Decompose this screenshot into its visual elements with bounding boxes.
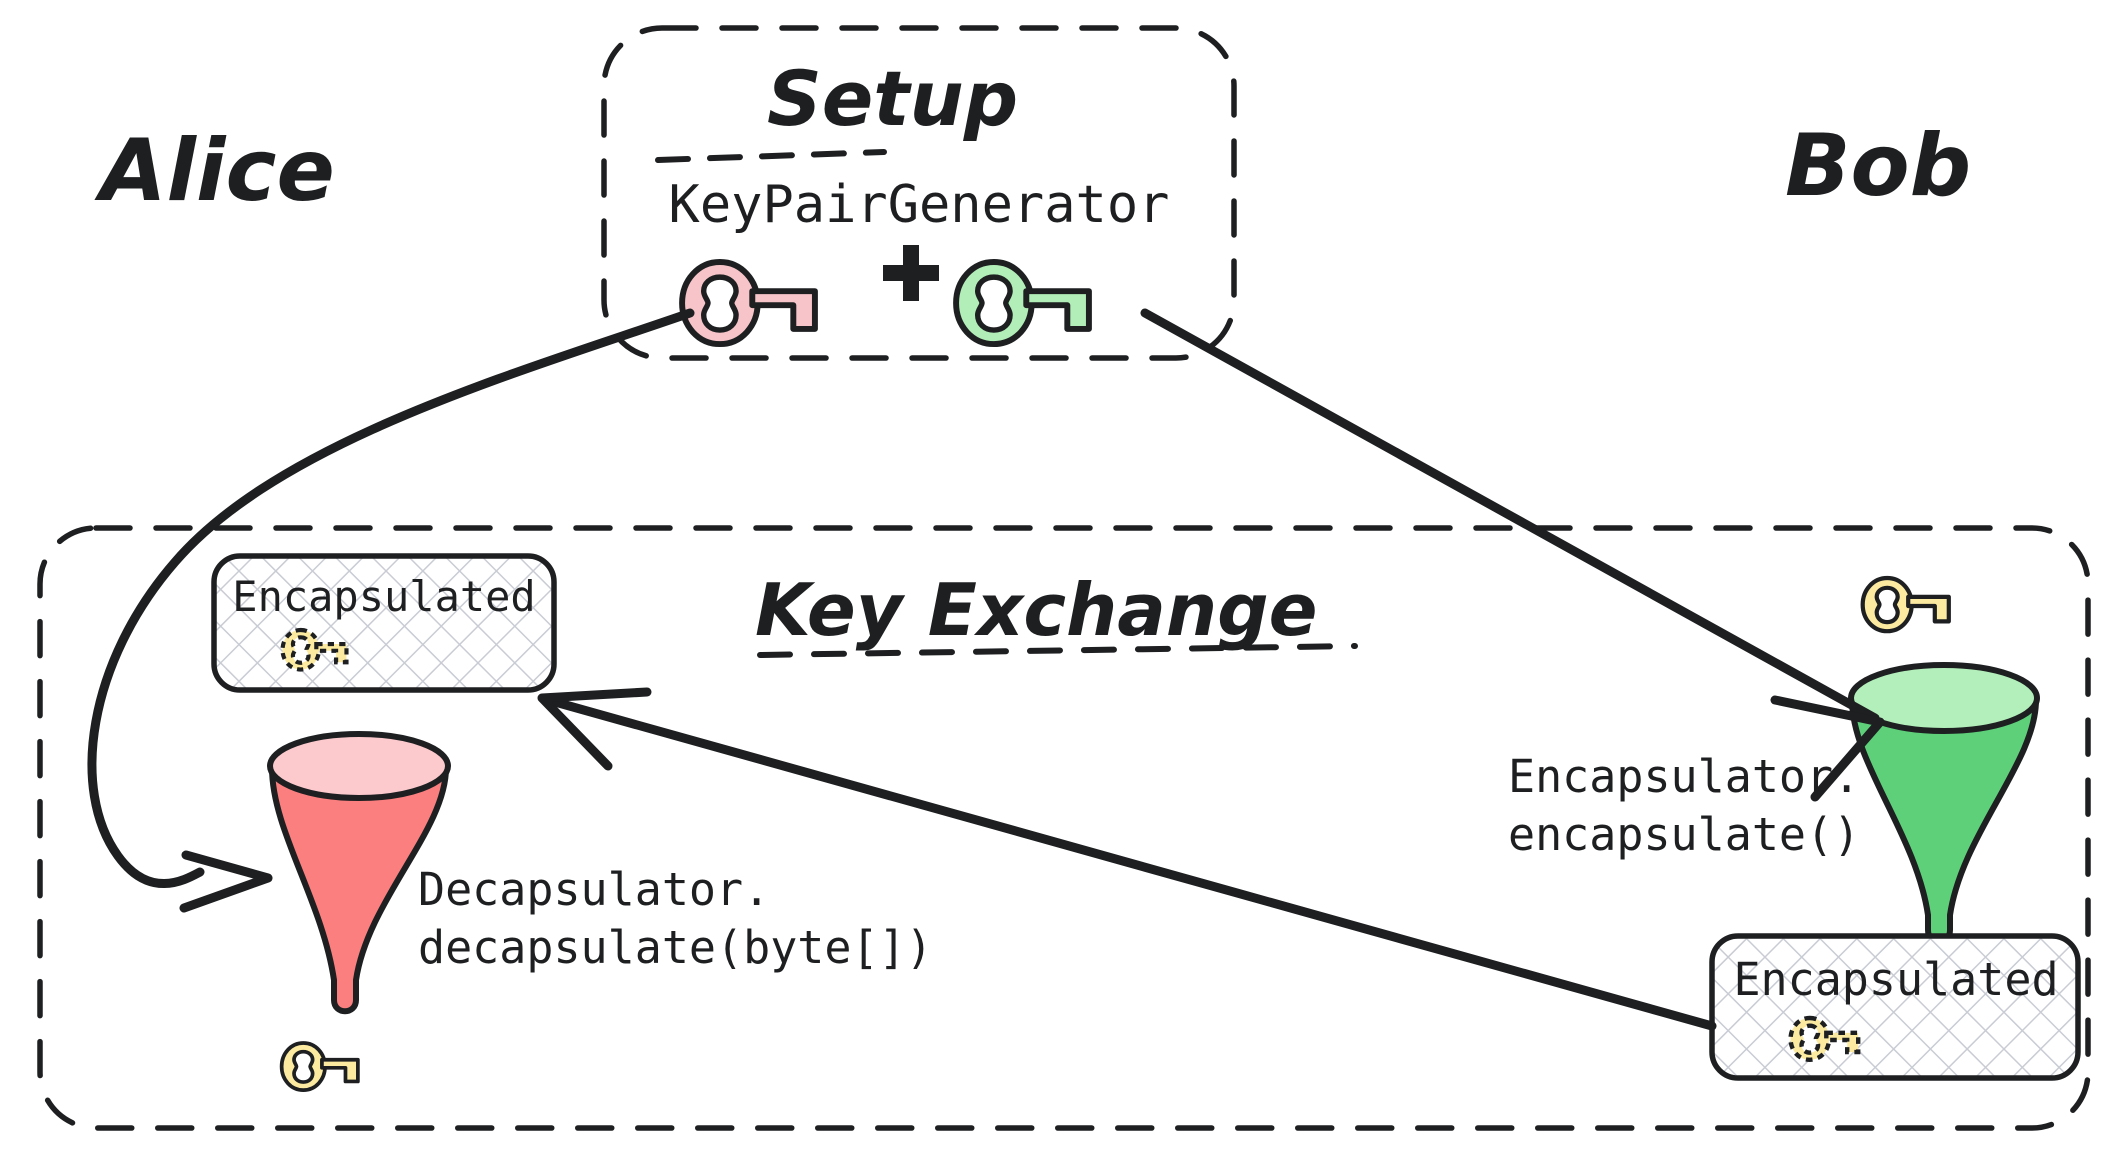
alice-decapsulator-funnel-icon — [267, 731, 451, 1015]
alice-encapsulated-box[interactable]: Encapsulated — [211, 553, 557, 693]
actor-label-bob: Bob — [1785, 116, 1971, 216]
alice-shared-key-icon — [279, 1041, 360, 1092]
setup-box: Setup KeyPairGenerator — [601, 25, 1237, 361]
alice-encapsulated-label: Encapsulated — [232, 572, 535, 621]
alice-operation-line2: decapsulate(byte[]) — [418, 921, 933, 974]
setup-title-underline — [655, 149, 887, 163]
setup-box-title: Setup — [767, 54, 1018, 143]
bob-encapsulated-box[interactable]: Encapsulated — [1709, 933, 2081, 1081]
key-exchange-box-border — [37, 525, 2091, 1131]
alice-encapsulated-key-icon — [280, 627, 349, 672]
bob-shared-key-icon — [1860, 575, 1951, 634]
key-exchange-title: Key Exchange — [755, 568, 1317, 652]
arrow-ciphertext-bob-to-alice — [537, 687, 1717, 1031]
bob-encapsulated-label: Encapsulated — [1733, 953, 2058, 1006]
plus-icon — [883, 245, 939, 301]
public-key-icon — [953, 259, 1092, 348]
actor-label-alice: Alice — [94, 121, 335, 221]
bob-encapsulator-funnel-icon — [1848, 662, 2040, 945]
arrow-private-key-to-decapsulator — [87, 308, 695, 913]
bob-operation-line2: encapsulate() — [1508, 808, 1860, 861]
setup-class-name: KeyPairGenerator — [669, 175, 1170, 235]
alice-operation-line1: Decapsulator. — [418, 863, 770, 916]
private-key-icon — [679, 259, 818, 348]
arrow-public-key-to-encapsulator — [1140, 308, 1885, 802]
key-exchange-title-underline — [757, 643, 1358, 658]
bob-encapsulated-key-icon — [1788, 1015, 1861, 1063]
setup-box-border — [601, 25, 1237, 361]
bob-operation-line1: Encapsulator. — [1508, 750, 1860, 803]
key-exchange-box: Key Exchange — [37, 525, 2091, 1131]
